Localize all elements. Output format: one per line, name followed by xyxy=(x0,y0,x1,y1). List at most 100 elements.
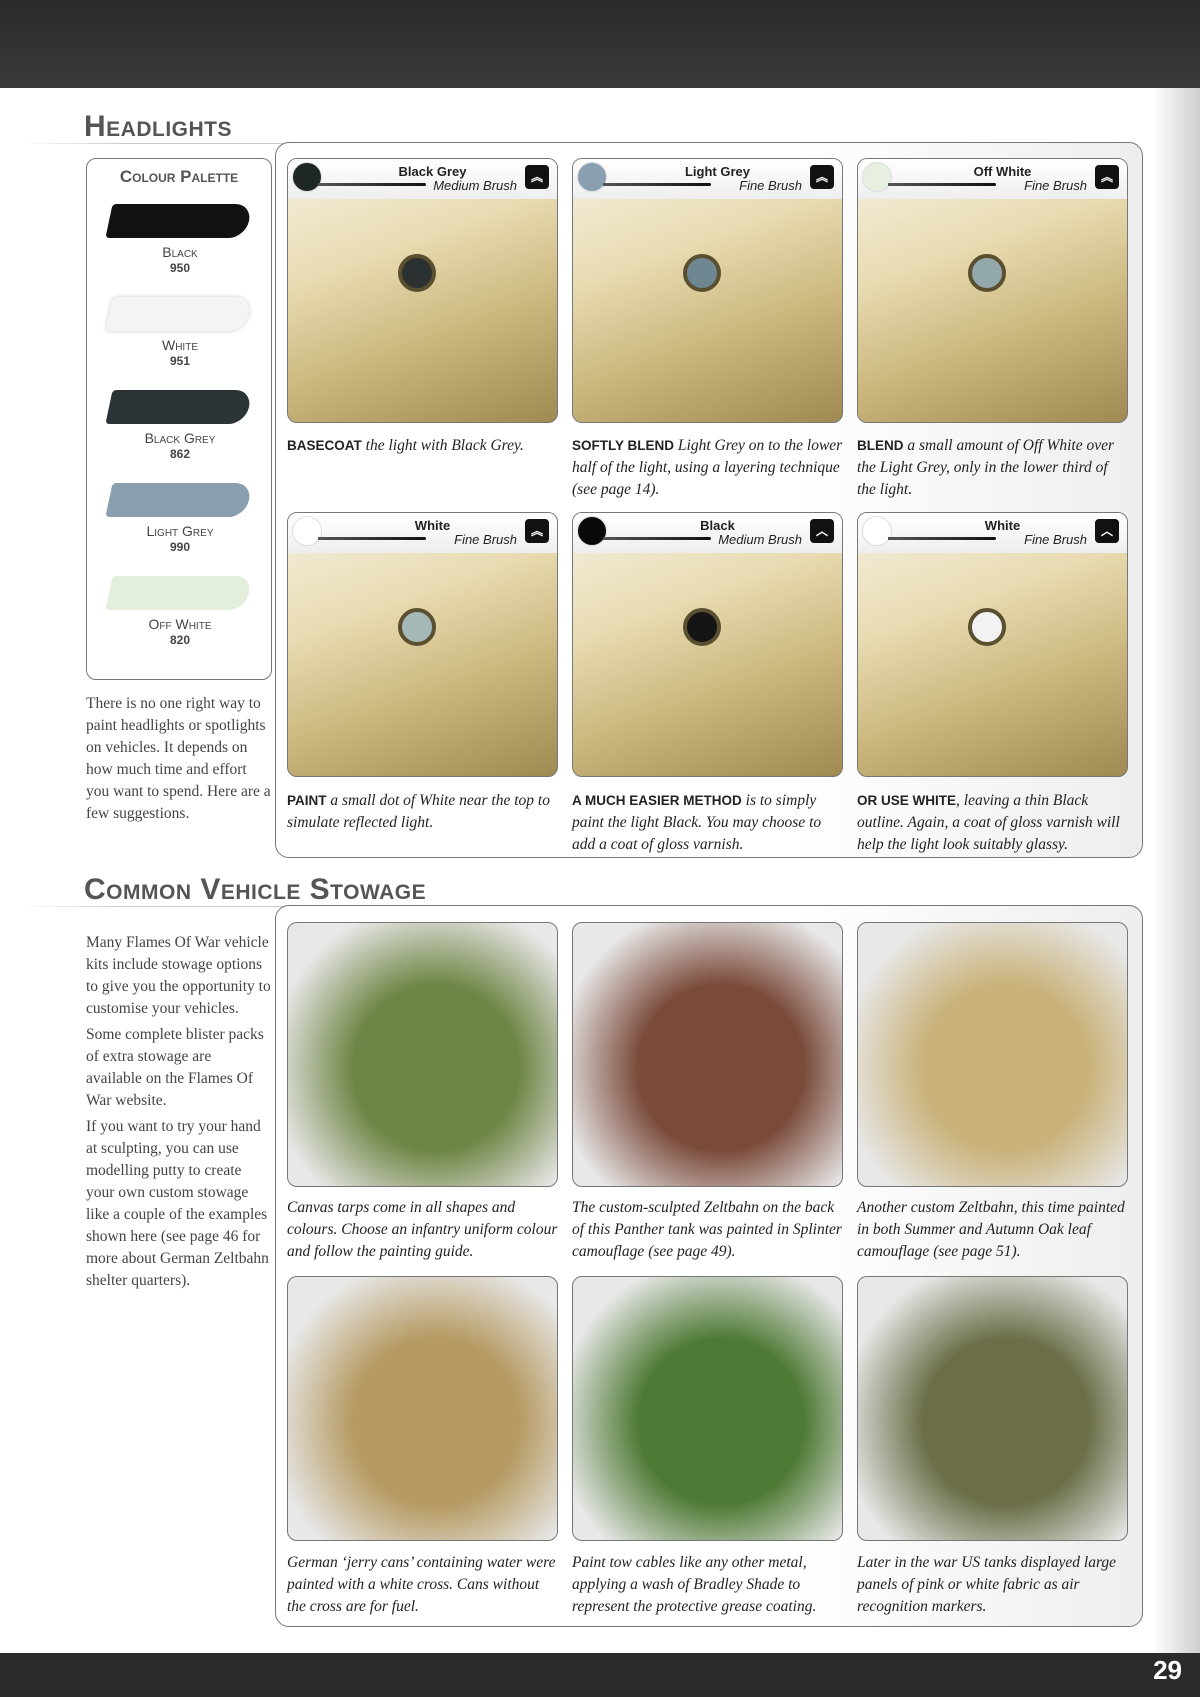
paint-name: Off White xyxy=(973,164,1032,179)
stowage-photo xyxy=(287,922,558,1187)
paint-name: Black Grey xyxy=(398,164,467,179)
headlight xyxy=(398,608,436,646)
chevron-icon: ︿ xyxy=(810,519,834,543)
step-lead: OR USE WHITE xyxy=(857,793,957,808)
stowage-caption: Canvas tarps come in all shapes and colo… xyxy=(287,1199,558,1260)
paint-code: 951 xyxy=(169,354,191,368)
paint-header: Black Grey Medium Brush ︽ xyxy=(288,159,557,199)
brush-size: Fine Brush xyxy=(1024,178,1087,193)
step-caption: OR USE WHITE, leaving a thin Black outli… xyxy=(857,790,1129,856)
step-caption: SOFTLY BLEND Light Grey on to the lower … xyxy=(572,435,844,501)
paint-splat-icon xyxy=(292,162,322,192)
paint-name: Off White xyxy=(148,616,212,632)
stowage-photo xyxy=(287,1276,558,1541)
step-caption: BLEND a small amount of Off White over t… xyxy=(857,435,1129,501)
headlight xyxy=(398,254,436,292)
step-photo: Off White Fine Brush ︽ xyxy=(857,158,1128,423)
headlight xyxy=(683,608,721,646)
paint-code: 950 xyxy=(169,261,191,275)
paint-splat-icon xyxy=(862,162,892,192)
paint-header: Off White Fine Brush ︽ xyxy=(858,159,1127,199)
step-text: the light with Black Grey. xyxy=(361,437,524,454)
step-text: Light Grey on to the lower half of the l… xyxy=(572,437,843,498)
step-caption: BASECOAT the light with Black Grey. xyxy=(287,435,559,457)
brush-size: Medium Brush xyxy=(718,532,802,547)
brush-icon xyxy=(888,183,996,186)
colour-palette: Colour Palette Black 950 White 951 Black… xyxy=(86,158,272,680)
paint-name: White xyxy=(984,518,1021,533)
brush-icon xyxy=(888,537,996,540)
headlight xyxy=(683,254,721,292)
double-chevron-icon: ︽ xyxy=(525,519,549,543)
page-edge-texture xyxy=(1152,88,1200,1653)
stowage-caption: German ‘jerry cans’ containing water wer… xyxy=(287,1554,556,1615)
bottom-bar xyxy=(0,1653,1200,1697)
stowage-caption: The custom-sculpted Zeltbahn on the back… xyxy=(572,1199,842,1260)
paint-swatch xyxy=(105,204,253,238)
step-lead: PAINT xyxy=(287,793,327,808)
step-lead: BASECOAT xyxy=(287,438,362,453)
headlight xyxy=(968,608,1006,646)
paint-name: White xyxy=(162,337,198,353)
stowage-photo xyxy=(857,922,1128,1187)
paint-name: Light Grey xyxy=(146,523,214,539)
brush-icon xyxy=(318,537,426,540)
headlights-heading: Headlights xyxy=(84,110,232,143)
step-photo: White Fine Brush ︽ xyxy=(287,512,558,777)
headlight xyxy=(968,254,1006,292)
paint-header: White Fine Brush ︽ xyxy=(288,513,557,553)
brush-size: Fine Brush xyxy=(454,532,517,547)
paint-splat-icon xyxy=(862,516,892,546)
step-photo: White Fine Brush ︿ xyxy=(857,512,1128,777)
paint-name: Black Grey xyxy=(144,430,216,446)
double-chevron-icon: ︽ xyxy=(1095,165,1119,189)
brush-size: Fine Brush xyxy=(1024,532,1087,547)
paint-splat-icon xyxy=(577,516,607,546)
paint-splat-icon xyxy=(292,516,322,546)
brush-size: Medium Brush xyxy=(433,178,517,193)
stowage-caption: Later in the war US tanks displayed larg… xyxy=(857,1554,1117,1615)
stowage-caption: Another custom Zeltbahn, this time paint… xyxy=(857,1199,1125,1260)
step-lead: SOFTLY BLEND xyxy=(572,438,675,453)
step-caption: A MUCH EASIER METHOD is to simply paint … xyxy=(572,790,844,856)
paint-splat-icon xyxy=(577,162,607,192)
stowage-photo xyxy=(857,1276,1128,1541)
paint-name: Black xyxy=(162,244,198,260)
paint-code: 862 xyxy=(169,447,191,461)
stowage-photo xyxy=(572,1276,843,1541)
step-text: , leaving a thin Black outline. Again, a… xyxy=(857,792,1120,853)
stowage-heading: Common Vehicle Stowage xyxy=(84,873,427,906)
paint-name: Black xyxy=(700,518,735,533)
stowage-intro-3: If you want to try your hand at sculptin… xyxy=(86,1118,269,1289)
step-caption: PAINT a small dot of White near the top … xyxy=(287,790,559,834)
page-number: 29 xyxy=(1153,1655,1182,1685)
paint-name: Light Grey xyxy=(684,164,750,179)
paint-name: White xyxy=(414,518,451,533)
stowage-intro-2: Some complete blister packs of extra sto… xyxy=(86,1026,264,1109)
divider xyxy=(20,143,530,144)
paint-header: White Fine Brush ︿ xyxy=(858,513,1127,553)
paint-swatch xyxy=(105,297,253,331)
paint-code: 820 xyxy=(169,633,191,647)
step-photo: Light Grey Fine Brush ︽ xyxy=(572,158,843,423)
top-bar xyxy=(0,0,1200,88)
stowage-caption: Paint tow cables like any other metal, a… xyxy=(572,1554,817,1615)
double-chevron-icon: ︽ xyxy=(810,165,834,189)
step-photo: Black Medium Brush ︿ xyxy=(572,512,843,777)
brush-icon xyxy=(603,183,711,186)
step-lead: A MUCH EASIER METHOD xyxy=(572,793,742,808)
paint-header: Black Medium Brush ︿ xyxy=(573,513,842,553)
double-chevron-icon: ︽ xyxy=(525,165,549,189)
step-lead: BLEND xyxy=(857,438,904,453)
step-photo: Black Grey Medium Brush ︽ xyxy=(287,158,558,423)
step-text: a small dot of White near the top to sim… xyxy=(287,792,550,831)
divider xyxy=(20,906,530,907)
paint-swatch xyxy=(105,390,253,424)
stowage-intro: Many Flames Of War vehicle kits include … xyxy=(86,932,271,1292)
step-text: is to simply paint the light Black. You … xyxy=(572,792,822,853)
step-text: a small amount of Off White over the Lig… xyxy=(857,437,1115,498)
stowage-intro-1: Many Flames Of War vehicle kits include … xyxy=(86,934,271,1017)
chevron-icon: ︿ xyxy=(1095,519,1119,543)
paint-header: Light Grey Fine Brush ︽ xyxy=(573,159,842,199)
paint-swatch xyxy=(105,576,253,610)
